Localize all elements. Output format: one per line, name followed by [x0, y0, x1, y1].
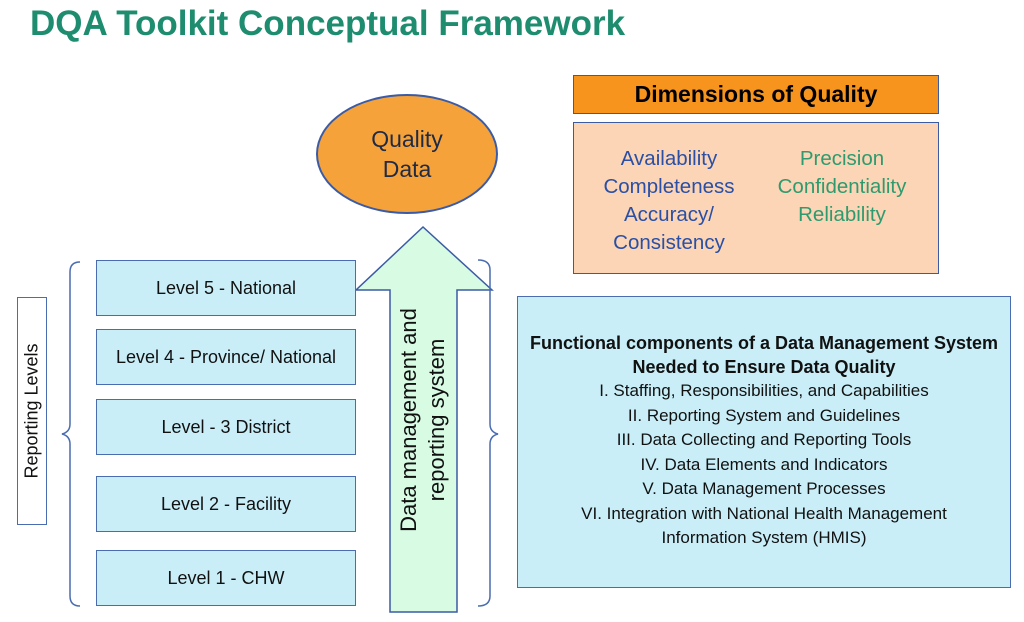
functional-item: III. Data Collecting and Reporting Tools: [616, 430, 912, 449]
dimension-item: Consistency: [613, 231, 725, 254]
reporting-levels-label: Reporting Levels: [21, 343, 42, 479]
quality-data-label: Quality Data: [371, 126, 443, 182]
dimension-item: Confidentiality: [777, 175, 907, 198]
right-brace: [477, 259, 499, 607]
dimensions-right-column: Precision Confidentiality Reliability: [760, 145, 924, 229]
up-arrow: [354, 225, 494, 613]
dimensions-heading: Dimensions of Quality: [573, 75, 939, 114]
level-3-box: Level - 3 District: [96, 399, 356, 455]
page-title: DQA Toolkit Conceptual Framework: [30, 4, 626, 43]
dimensions-left-column: Availability Completeness Accuracy/ Cons…: [584, 145, 754, 257]
left-brace: [61, 261, 81, 607]
dimensions-box: Availability Completeness Accuracy/ Cons…: [573, 122, 939, 274]
arrow-label: Data management and reporting system: [396, 308, 449, 532]
dimension-item: Reliability: [798, 203, 886, 226]
functional-item: II. Reporting System and Guidelines: [627, 405, 901, 425]
dimension-item: Precision: [799, 147, 885, 170]
dimension-item: Completeness: [603, 175, 735, 198]
functional-item: I. Staffing, Responsibilities, and Capab…: [599, 381, 929, 400]
functional-item: V. Data Management Processes: [642, 479, 886, 498]
quality-data-ellipse: Quality Data: [316, 94, 498, 214]
functional-item: VI. Integration with National Health Man…: [581, 503, 947, 548]
level-5-box: Level 5 - National: [96, 260, 356, 316]
functional-components-title: Functional components of a Data Manageme…: [529, 333, 999, 377]
reporting-levels-box: Reporting Levels: [17, 297, 47, 525]
level-1-box: Level 1 - CHW: [96, 550, 356, 606]
functional-components-box: Functional components of a Data Manageme…: [517, 296, 1011, 588]
dimension-item: Accuracy/: [624, 203, 714, 226]
level-2-box: Level 2 - Facility: [96, 476, 356, 532]
functional-item: IV. Data Elements and Indicators: [640, 454, 888, 474]
level-4-box: Level 4 - Province/ National: [96, 329, 356, 385]
dimension-item: Availability: [620, 147, 718, 170]
